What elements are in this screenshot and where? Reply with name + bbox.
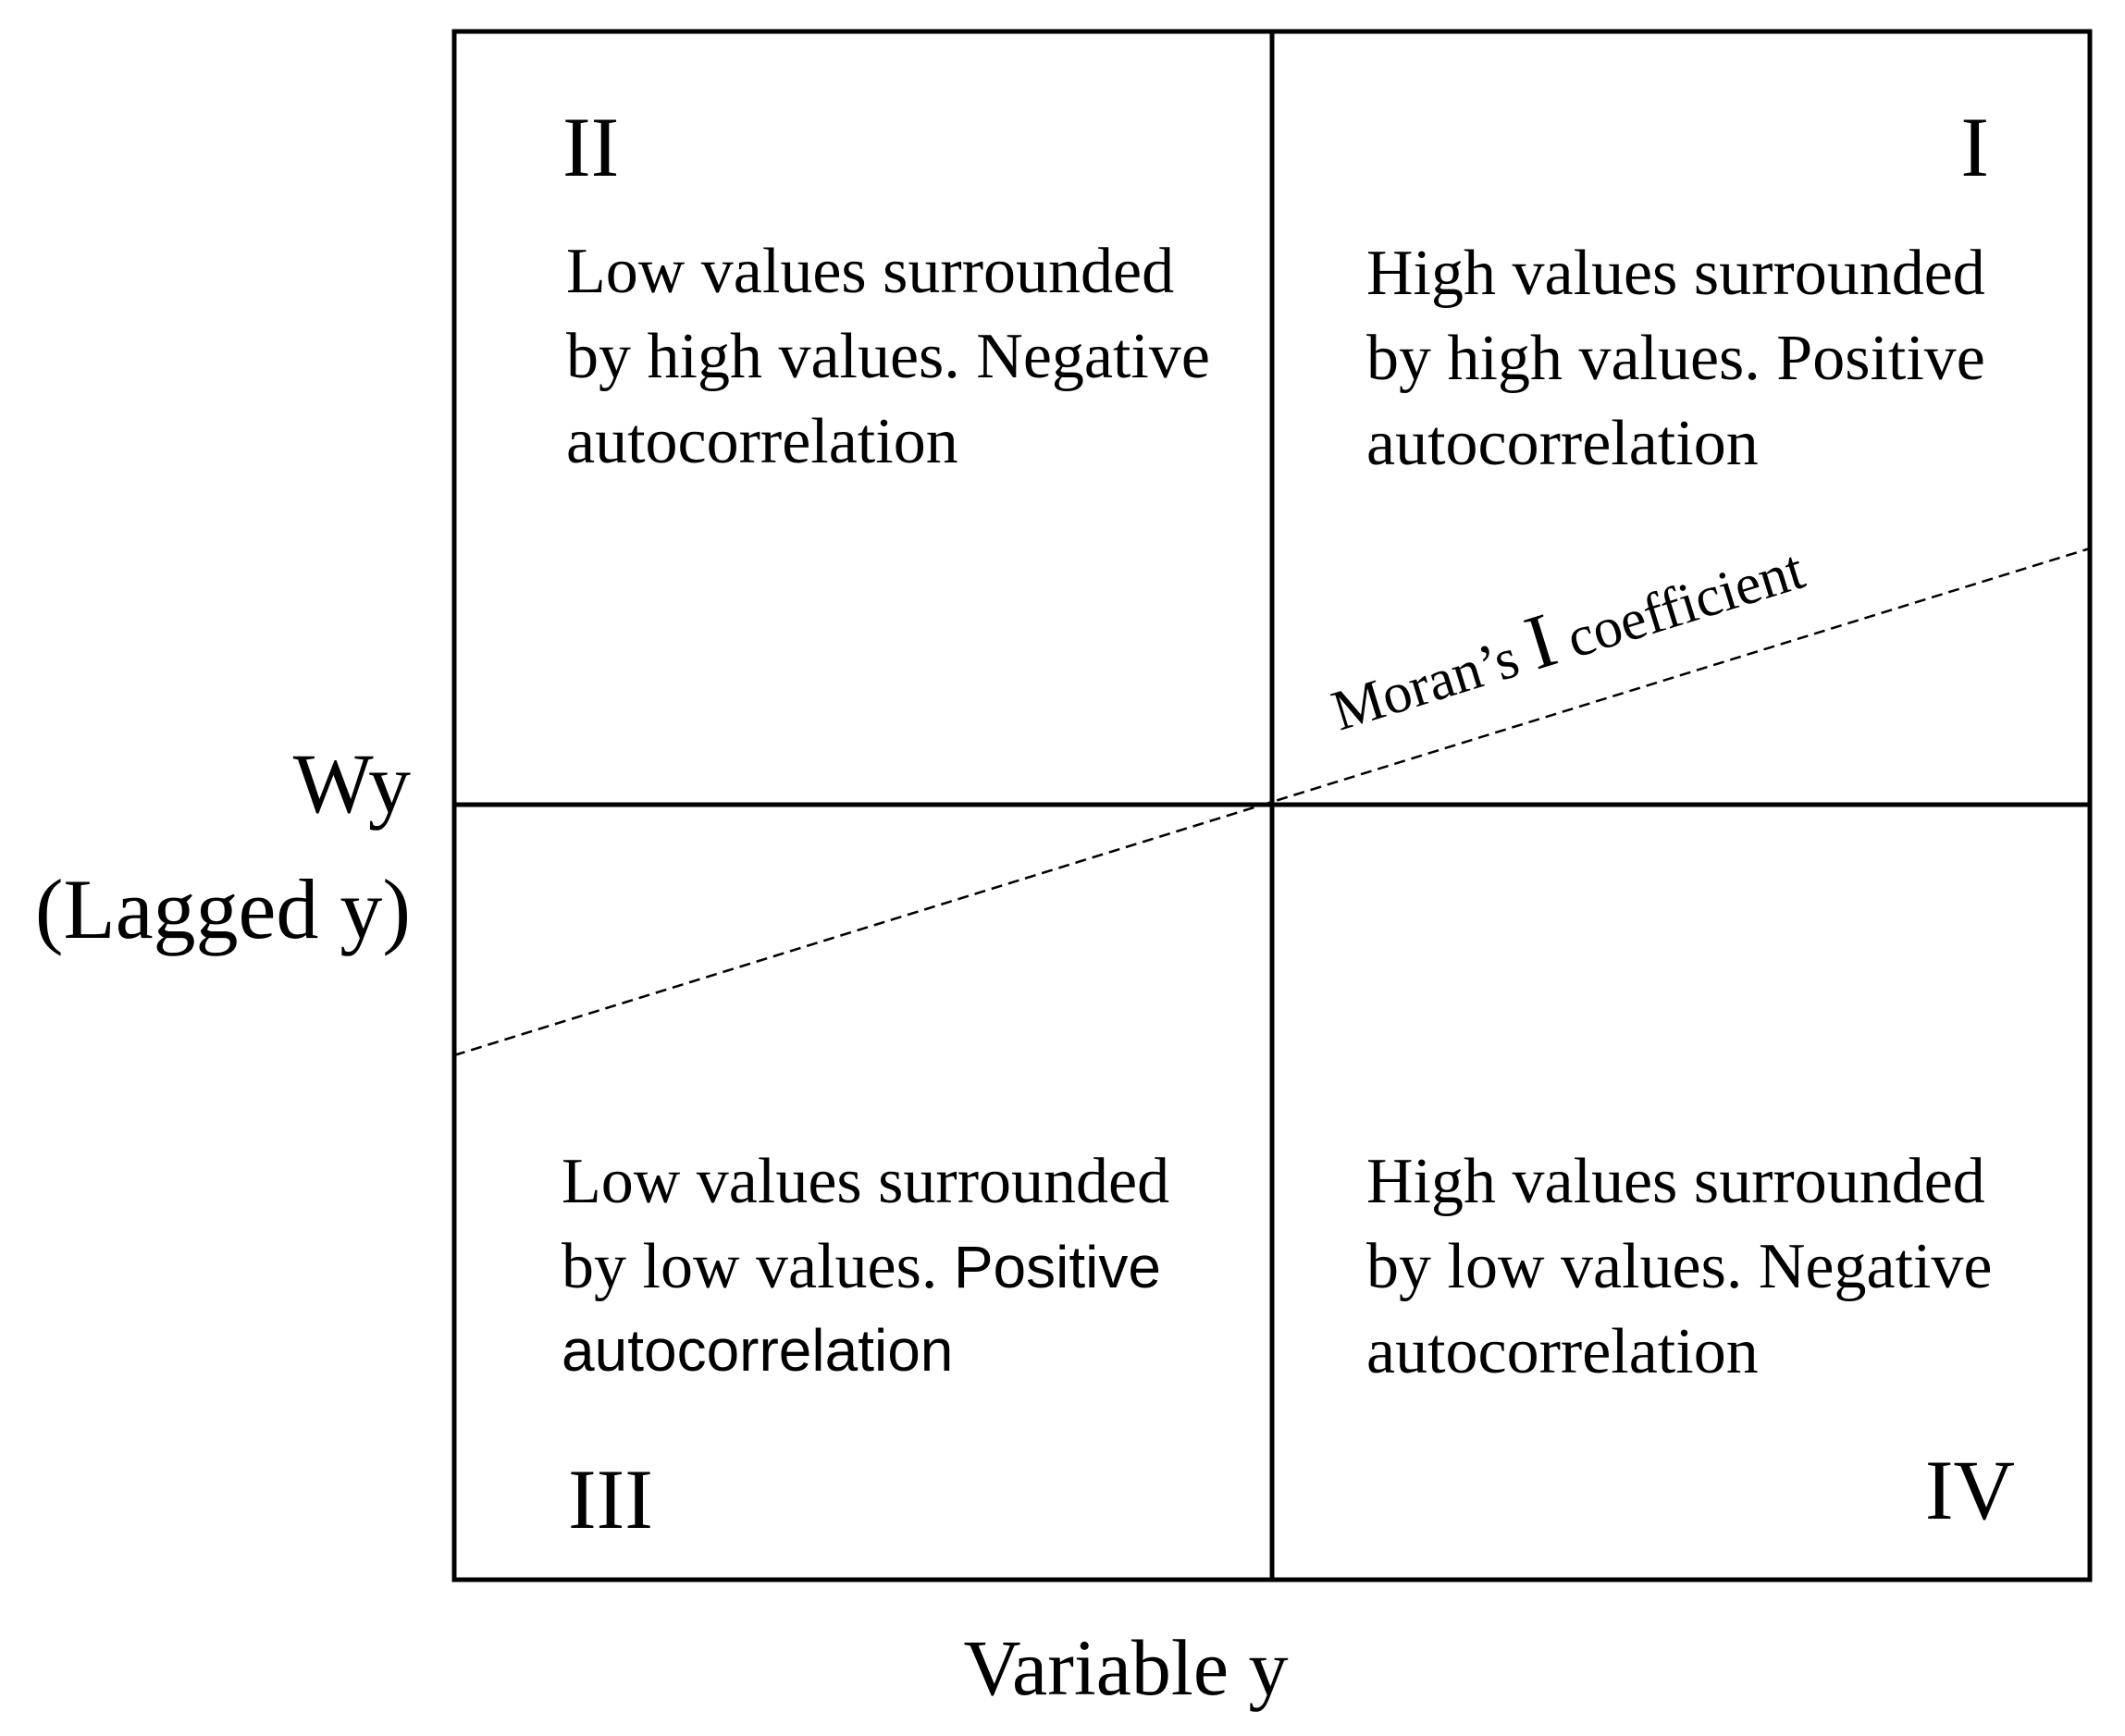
quadrant-ii-line-3: autocorrelation: [566, 406, 958, 477]
y-axis-label-line-2: (Lagged y): [35, 862, 411, 956]
quadrant-ii-line-1: Low values surrounded: [566, 236, 1174, 307]
quadrant-iv-line-3: autocorrelation: [1366, 1316, 1759, 1387]
quadrant-iii-line-3: autocorrelation: [562, 1317, 953, 1384]
quadrant-iii-line-1: Low values surrounded: [562, 1146, 1169, 1217]
x-axis-label: Variable y: [963, 1623, 1288, 1712]
morans-i-regression-line: [453, 547, 2091, 1057]
morans-i-label-prefix: Moran’s: [1325, 622, 1539, 744]
quadrant-iii-numeral: III: [568, 1452, 653, 1546]
quadrant-ii-numeral: II: [562, 100, 619, 194]
morans-i-label-suffix: coefficient: [1546, 538, 1811, 675]
quadrant-iv-line-2: by low values. Negative: [1366, 1231, 1992, 1302]
quadrant-i-description: High values surrounded by high values. P…: [1366, 238, 2001, 479]
quadrant-iii-line-2: by low values. Positive: [562, 1231, 1161, 1302]
quadrant-iv-description: High values surrounded by low values. Ne…: [1366, 1146, 2008, 1387]
quadrant-iv-line-1: High values surrounded: [1366, 1146, 1985, 1217]
quadrant-i-numeral: I: [1960, 100, 1989, 194]
quadrant-i-line-1: High values surrounded: [1366, 238, 1985, 309]
quadrant-i-line-2: by high values. Positive: [1366, 323, 1985, 394]
quadrant-iii-description: Low values surrounded: [562, 1146, 1169, 1217]
quadrant-i-line-3: autocorrelation: [1366, 408, 1759, 479]
quadrant-iii-line-2-serif: by low values.: [562, 1231, 954, 1302]
quadrant-ii-line-2: by high values. Negative: [566, 321, 1210, 392]
quadrant-iii-line-2-sans: Positive: [954, 1234, 1161, 1300]
quadrant-ii-description: Low values surrounded by high values. Ne…: [566, 236, 1226, 477]
morans-i-label: Moran’s I coefficient: [1319, 521, 1812, 747]
y-axis-label-line-1: Wy: [293, 736, 411, 831]
quadrant-iv-numeral: IV: [1925, 1443, 2015, 1537]
